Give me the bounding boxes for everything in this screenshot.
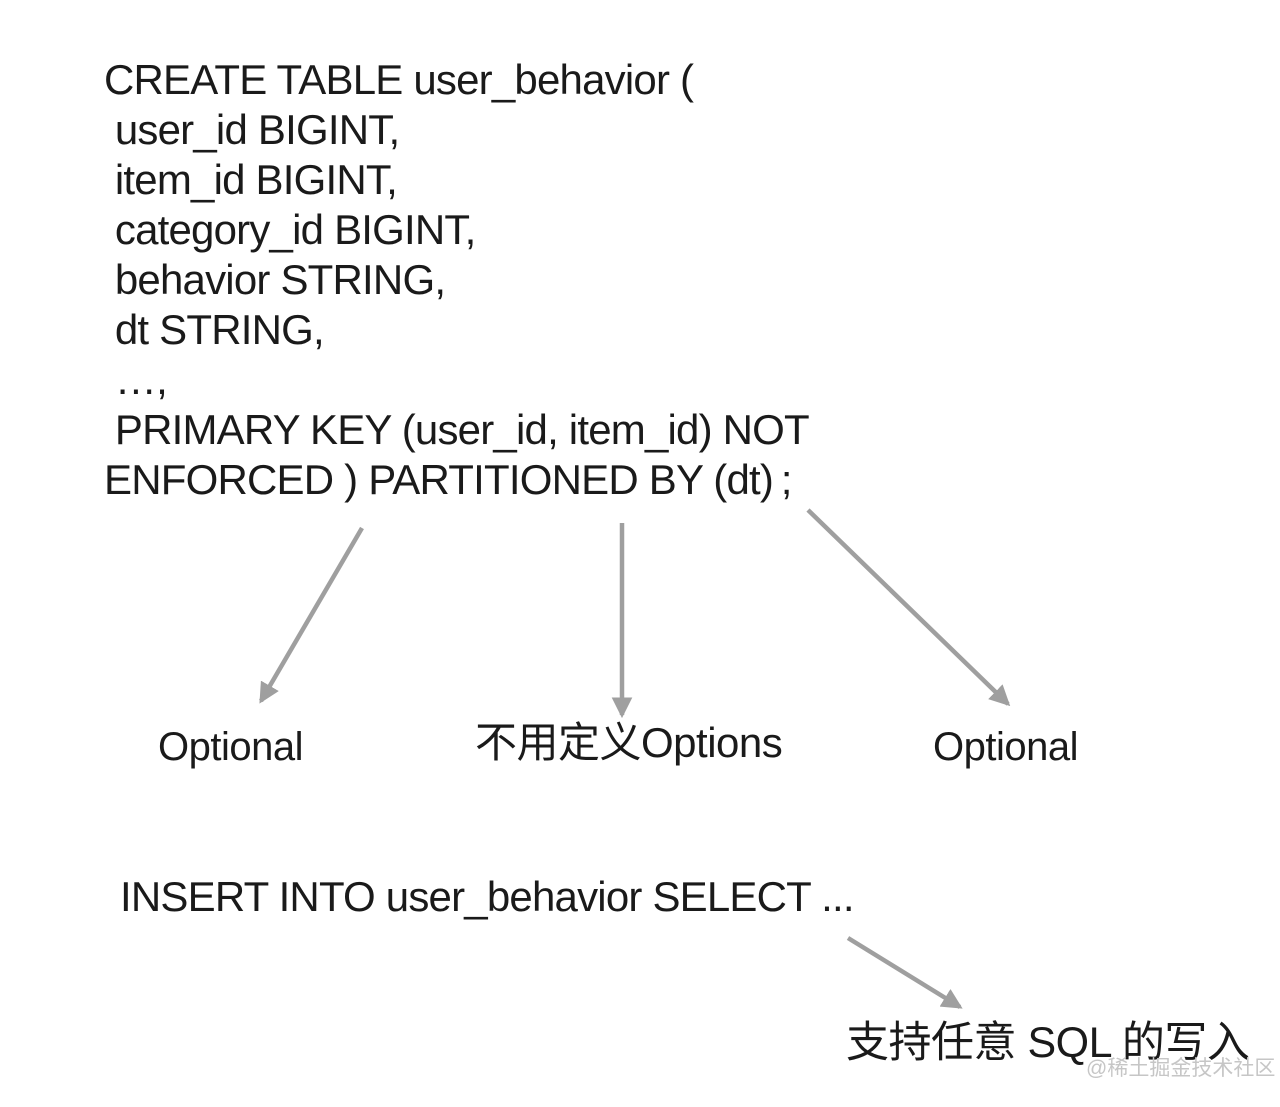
arrow-down-right-icon xyxy=(806,508,1011,707)
label-optional-left: Optional xyxy=(158,725,303,769)
arrow-down-left-icon xyxy=(259,526,364,704)
label-no-options-needed: 不用定义Options xyxy=(475,719,783,766)
code-line: CREATE TABLE user_behavior ( xyxy=(104,56,694,103)
create-table-statement: CREATE TABLE user_behavior ( user_id BIG… xyxy=(104,55,810,505)
arrow-sql-write-icon xyxy=(846,936,963,1009)
insert-statement: INSERT INTO user_behavior SELECT ... xyxy=(120,873,855,920)
code-line: PRIMARY KEY (user_id, item_id) NOT xyxy=(104,406,810,453)
code-line: behavior STRING, xyxy=(104,256,446,303)
code-line: item_id BIGINT, xyxy=(104,156,398,203)
code-line: dt STRING, xyxy=(104,306,325,353)
code-line: category_id BIGINT, xyxy=(104,206,476,253)
label-sql-write-support: 支持任意 SQL 的写入 xyxy=(846,1019,1250,1067)
code-line: ENFORCED ) PARTITIONED BY (dt) ; xyxy=(104,456,792,503)
watermark: @稀土掘金技术社区 xyxy=(1086,1057,1276,1080)
label-optional-right: Optional xyxy=(933,725,1078,769)
code-line: user_id BIGINT, xyxy=(104,106,400,153)
code-line: …, xyxy=(104,356,168,403)
